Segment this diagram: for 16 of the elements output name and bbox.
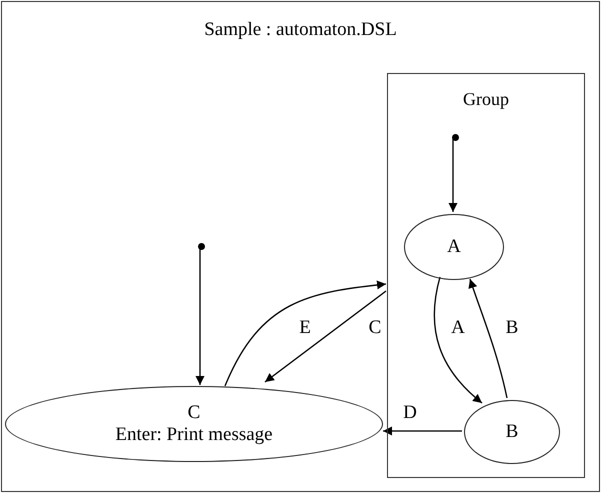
transition-arrow bbox=[383, 426, 462, 436]
transition-arrow bbox=[196, 249, 204, 385]
state-label: C bbox=[188, 402, 200, 424]
transition-arrow bbox=[468, 278, 508, 398]
cluster-title: Sample : automaton.DSL bbox=[203, 18, 398, 42]
state-ellipse bbox=[5, 386, 383, 462]
transition-arrow bbox=[224, 280, 386, 386]
state-label: A bbox=[447, 236, 461, 258]
transition-arrow bbox=[448, 139, 458, 212]
cluster-title: Group bbox=[462, 88, 510, 111]
state-ellipse bbox=[404, 214, 504, 280]
transition-arrow bbox=[264, 290, 386, 383]
state-label: Enter: Print message bbox=[115, 424, 273, 446]
state-label: B bbox=[506, 421, 518, 443]
transition-arrow bbox=[434, 276, 482, 404]
state-ellipse bbox=[464, 400, 560, 464]
